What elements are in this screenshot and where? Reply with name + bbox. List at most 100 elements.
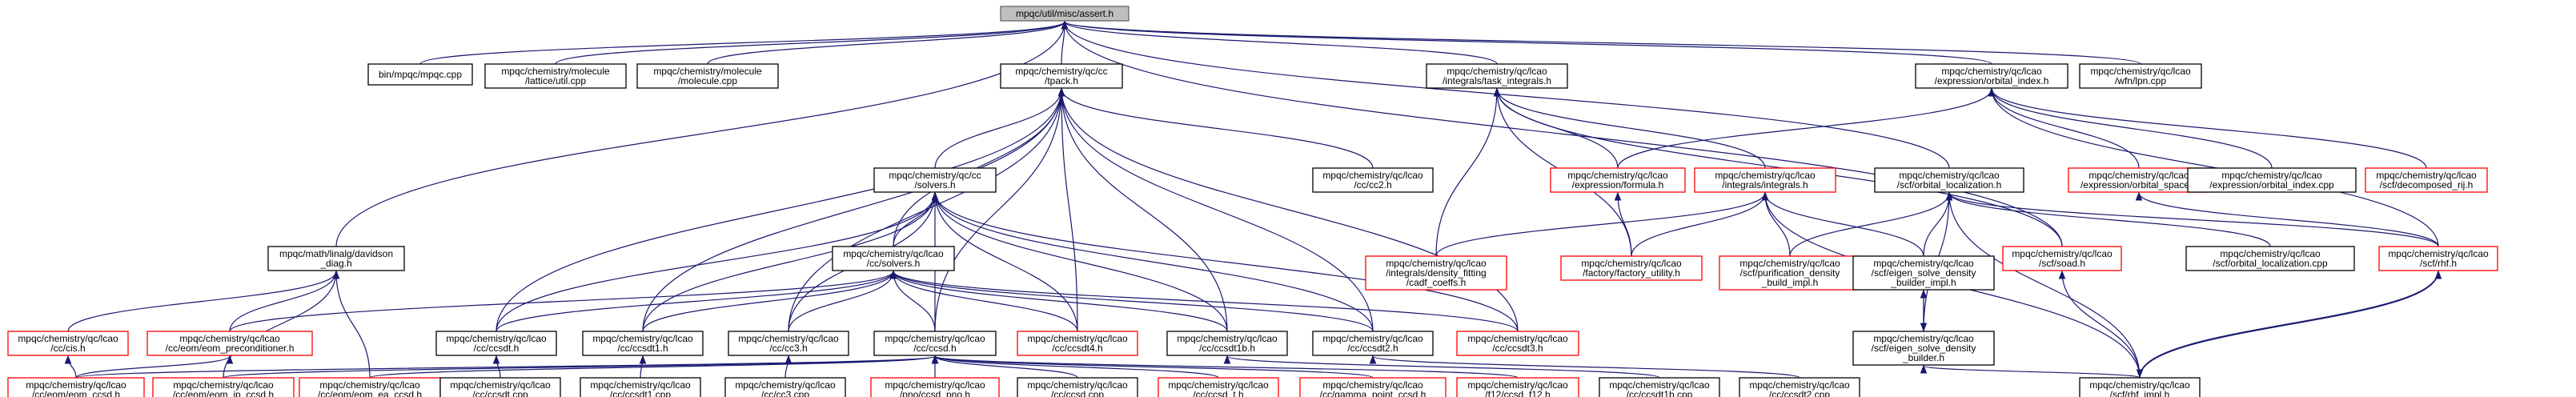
node-box[interactable] [1550, 167, 1686, 193]
node-ccsdt1b-h[interactable]: mpqc/chemistry/qc/lcao/cc/ccsdt1b.h [1166, 331, 1288, 356]
node-eigen-impl[interactable]: mpqc/chemistry/qc/lcao/scf/eigen_solve_d… [1852, 255, 1995, 291]
node-eigen-builder[interactable]: mpqc/chemistry/qc/lcao/scf/eigen_solve_d… [1852, 331, 1995, 366]
node-eom-ip[interactable]: mpqc/chemistry/qc/lcao/cc/eom/eom_ip_ccs… [152, 377, 295, 397]
node-gamma-point[interactable]: mpqc/chemistry/qc/lcao/cc/gamma_point_cc… [1299, 377, 1446, 397]
node-box[interactable] [1017, 331, 1138, 356]
node-orbital-loc-cpp[interactable]: mpqc/chemistry/qc/lcao/scf/orbital_local… [2185, 246, 2355, 271]
node-soad[interactable]: mpqc/chemistry/qc/lcao/scf/soad.h [2002, 246, 2122, 271]
edge-arrow [1497, 89, 1766, 169]
node-box[interactable] [2079, 63, 2202, 89]
node-box[interactable] [1874, 167, 2024, 193]
node-rhf-impl[interactable]: mpqc/chemistry/qc/lcao/scf/rhf_impl.h [2079, 377, 2201, 397]
node-lpn[interactable]: mpqc/chemistry/qc/lcao/wfn/lpn.cpp [2079, 63, 2202, 89]
node-box[interactable] [832, 246, 955, 271]
node-f12-ccsd[interactable]: mpqc/chemistry/qc/lcao/f12/ccsd_f12.h [1456, 377, 1579, 397]
node-ccsdt1-h[interactable]: mpqc/chemistry/qc/lcao/cc/ccsdt1.h [582, 331, 704, 356]
node-box[interactable] [435, 331, 557, 356]
node-cc-tpack[interactable]: mpqc/chemistry/qc/cc/tpack.h [1000, 63, 1123, 89]
node-cc2[interactable]: mpqc/chemistry/qc/lcao/cc/cc2.h [1312, 167, 1434, 193]
node-eom-ea[interactable]: mpqc/chemistry/qc/lcao/cc/eom/eom_ea_ccs… [299, 377, 441, 397]
node-cc3-cpp[interactable]: mpqc/chemistry/qc/lcao/cc/cc3.cpp [724, 377, 846, 397]
node-box[interactable] [1852, 255, 1995, 291]
node-orbital-space[interactable]: mpqc/chemistry/qc/lcao/expression/orbita… [2068, 167, 2210, 193]
node-box[interactable] [580, 377, 701, 397]
node-eom-ccsd[interactable]: mpqc/chemistry/qc/lcao/cc/eom/eom_ccsd.h [7, 377, 145, 397]
node-lcao-cc-solvers[interactable]: mpqc/chemistry/qc/lcao/cc/solvers.h [832, 246, 955, 271]
node-task-integrals[interactable]: mpqc/chemistry/qc/lcao/integrals/task_in… [1426, 63, 1568, 89]
node-box[interactable] [152, 377, 295, 397]
node-box[interactable] [870, 377, 1000, 397]
node-box[interactable] [1456, 331, 1579, 356]
node-box[interactable] [1312, 167, 1434, 193]
node-ccsdt2-h[interactable]: mpqc/chemistry/qc/lcao/cc/ccsdt2.h [1312, 331, 1434, 356]
node-box[interactable] [1719, 255, 1861, 291]
node-ccsd-h[interactable]: mpqc/chemistry/qc/lcao/cc/ccsd.h [873, 331, 997, 356]
node-box[interactable] [1456, 377, 1579, 397]
node-box[interactable] [1694, 167, 1836, 193]
node-mpqc-cpp[interactable]: bin/mpqc/mpqc.cpp [367, 63, 473, 86]
node-box[interactable] [439, 377, 561, 397]
node-cc3-h[interactable]: mpqc/chemistry/qc/lcao/cc/cc3.h [728, 331, 849, 356]
node-purification[interactable]: mpqc/chemistry/qc/lcao/scf/purification_… [1719, 255, 1861, 291]
node-box[interactable] [1560, 255, 1703, 281]
node-box[interactable] [2365, 167, 2488, 193]
node-orbital-loc-h[interactable]: mpqc/chemistry/qc/lcao/scf/orbital_local… [1874, 167, 2024, 193]
node-eom-precond[interactable]: mpqc/chemistry/qc/lcao/cc/eom/eom_precon… [146, 331, 313, 356]
node-box[interactable] [2002, 246, 2122, 271]
node-box[interactable] [2187, 167, 2357, 193]
node-box[interactable] [728, 331, 849, 356]
node-molecule-cpp[interactable]: mpqc/chemistry/molecule/molecule.cpp [636, 63, 779, 89]
node-pno-ccsd[interactable]: mpqc/chemistry/qc/lcao/pno/ccsd_pno.h [870, 377, 1000, 397]
node-box[interactable] [7, 377, 145, 397]
node-density-fitting[interactable]: mpqc/chemistry/qc/lcao/integrals/density… [1365, 255, 1507, 291]
node-box[interactable] [1166, 331, 1288, 356]
node-box[interactable] [1017, 377, 1138, 397]
node-box[interactable] [1158, 377, 1279, 397]
node-box[interactable] [1739, 377, 1860, 397]
node-box[interactable] [724, 377, 846, 397]
node-box[interactable] [7, 331, 129, 356]
node-cc-solvers-h[interactable]: mpqc/chemistry/qc/cc/solvers.h [873, 167, 997, 193]
node-orbital-index-cpp[interactable]: mpqc/chemistry/qc/lcao/expression/orbita… [2187, 167, 2357, 193]
node-ccsdt4[interactable]: mpqc/chemistry/qc/lcao/cc/ccsdt4.h [1017, 331, 1138, 356]
node-box[interactable] [267, 246, 405, 271]
node-rhf-h[interactable]: mpqc/chemistry/qc/lcao/scf/rhf.h [2378, 246, 2498, 271]
node-box[interactable] [1915, 63, 2068, 89]
node-lattice-util[interactable]: mpqc/chemistry/molecule/lattice/util.cpp [484, 63, 627, 89]
node-box[interactable] [2378, 246, 2498, 271]
node-box[interactable] [1312, 331, 1434, 356]
node-box[interactable] [484, 63, 627, 89]
node-davidson[interactable]: mpqc/math/linalg/davidson_diag.h [267, 246, 405, 271]
node-box[interactable] [582, 331, 704, 356]
node-box[interactable] [873, 331, 997, 356]
node-label-line: /factory/factory_utility.h [1583, 267, 1680, 279]
node-decomposed-rij[interactable]: mpqc/chemistry/qc/lcao/scf/decomposed_ri… [2365, 167, 2488, 193]
node-box[interactable] [146, 331, 313, 356]
node-box[interactable] [1000, 63, 1123, 89]
node-integrals-h[interactable]: mpqc/chemistry/qc/lcao/integrals/integra… [1694, 167, 1836, 193]
node-box[interactable] [1365, 255, 1507, 291]
node-box[interactable] [873, 167, 997, 193]
node-cis[interactable]: mpqc/chemistry/qc/lcao/cc/cis.h [7, 331, 129, 356]
node-box[interactable] [299, 377, 441, 397]
node-box[interactable] [2068, 167, 2210, 193]
node-factory-utility[interactable]: mpqc/chemistry/qc/lcao/factory/factory_u… [1560, 255, 1703, 281]
node-orbital-index-h[interactable]: mpqc/chemistry/qc/lcao/expression/orbita… [1915, 63, 2068, 89]
node-box[interactable] [2185, 246, 2355, 271]
node-ccsdt2-cpp[interactable]: mpqc/chemistry/qc/lcao/cc/ccsdt2.cpp [1739, 377, 1860, 397]
node-box[interactable] [1599, 377, 1720, 397]
node-ccsd-t[interactable]: mpqc/chemistry/qc/lcao/cc/ccsd_t.h [1158, 377, 1279, 397]
node-ccsdt1b-cpp[interactable]: mpqc/chemistry/qc/lcao/cc/ccsdt1b.cpp [1599, 377, 1720, 397]
node-formula[interactable]: mpqc/chemistry/qc/lcao/expression/formul… [1550, 167, 1686, 193]
node-box[interactable] [636, 63, 779, 89]
node-ccsdt-cpp[interactable]: mpqc/chemistry/qc/lcao/cc/ccsdt.cpp [439, 377, 561, 397]
node-ccsdt-h[interactable]: mpqc/chemistry/qc/lcao/cc/ccsdt.h [435, 331, 557, 356]
node-box[interactable] [2079, 377, 2201, 397]
node-box[interactable] [1426, 63, 1568, 89]
node-ccsd-cpp[interactable]: mpqc/chemistry/qc/lcao/cc/ccsd.cpp [1017, 377, 1138, 397]
node-box[interactable] [1852, 331, 1995, 366]
node-ccsdt1-cpp[interactable]: mpqc/chemistry/qc/lcao/cc/ccsdt1.cpp [580, 377, 701, 397]
node-box[interactable] [1299, 377, 1446, 397]
node-ccsdt3[interactable]: mpqc/chemistry/qc/lcao/cc/ccsdt3.h [1456, 331, 1579, 356]
node-box[interactable] [367, 63, 473, 86]
